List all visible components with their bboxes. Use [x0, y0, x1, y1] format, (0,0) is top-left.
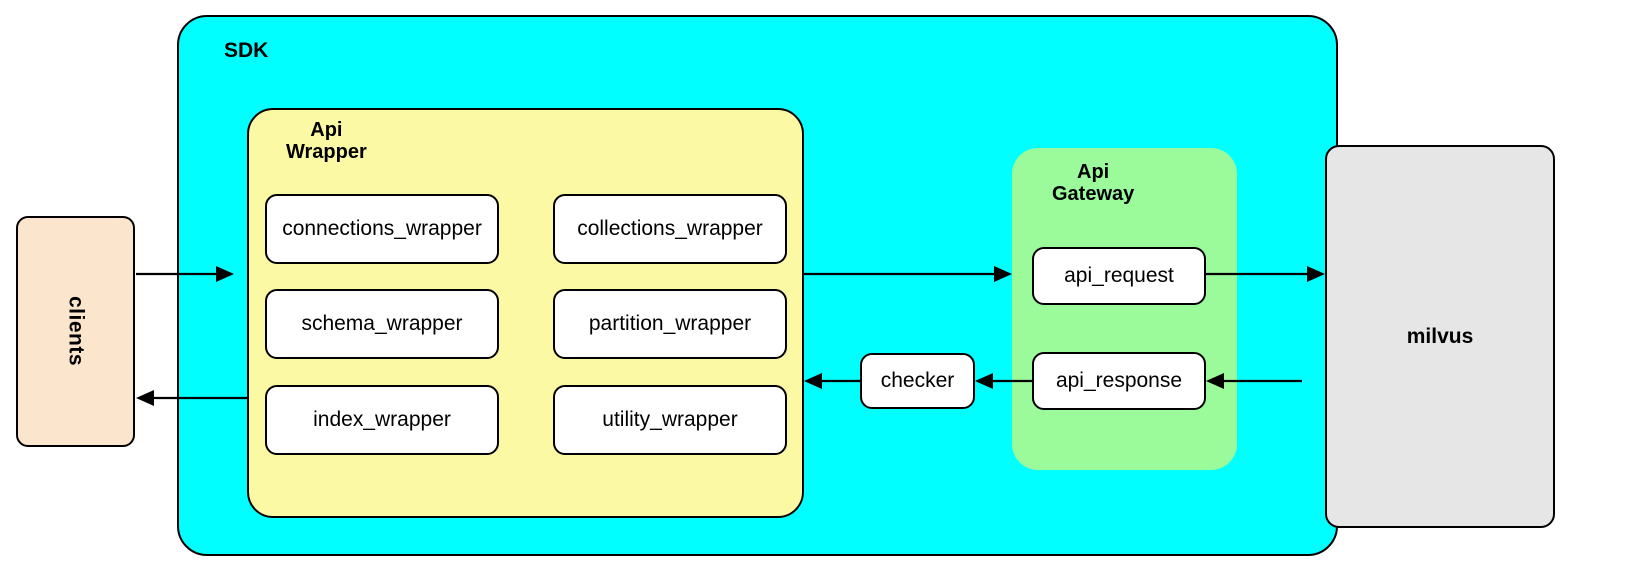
connector-clients-to-api-wrapper [136, 266, 234, 282]
milvus-box[interactable]: milvus [1325, 145, 1555, 528]
schema-wrapper-label: schema_wrapper [301, 312, 463, 335]
milvus-label: milvus [1406, 324, 1474, 348]
api-gateway-label: Api Gateway [1052, 161, 1135, 206]
connections-wrapper-box[interactable]: connections_wrapper [265, 194, 499, 264]
clients-box[interactable]: clients [16, 216, 135, 447]
checker-box[interactable]: checker [860, 353, 975, 409]
sdk-label: SDK [224, 39, 269, 62]
checker-label: checker [880, 369, 955, 392]
utility-wrapper-box[interactable]: utility_wrapper [553, 385, 787, 455]
api-response-box[interactable]: api_response [1032, 352, 1206, 410]
clients-label: clients [64, 296, 88, 367]
collections-wrapper-label: collections_wrapper [577, 217, 763, 240]
connector-api-wrapper-to-clients [136, 390, 247, 406]
api-request-label: api_request [1064, 264, 1174, 287]
collections-wrapper-box[interactable]: collections_wrapper [553, 194, 787, 264]
schema-wrapper-box[interactable]: schema_wrapper [265, 289, 499, 359]
connector-milvus-to-api-response [1206, 373, 1302, 389]
connector-api-response-to-checker [975, 373, 1032, 389]
connector-api-wrapper-to-api-gateway [804, 266, 1012, 282]
connector-api-request-to-milvus [1206, 266, 1325, 282]
api-response-label: api_response [1055, 369, 1183, 392]
api-wrapper-label: Api Wrapper [286, 119, 367, 164]
connector-checker-to-api-wrapper [804, 373, 860, 389]
utility-wrapper-label: utility_wrapper [602, 408, 738, 431]
partition-wrapper-box[interactable]: partition_wrapper [553, 289, 787, 359]
partition-wrapper-label: partition_wrapper [588, 312, 752, 335]
api-request-box[interactable]: api_request [1032, 247, 1206, 305]
connections-wrapper-label: connections_wrapper [282, 217, 482, 240]
api-gateway-container[interactable]: Api Gateway [1012, 148, 1237, 470]
index-wrapper-label: index_wrapper [313, 408, 451, 431]
index-wrapper-box[interactable]: index_wrapper [265, 385, 499, 455]
